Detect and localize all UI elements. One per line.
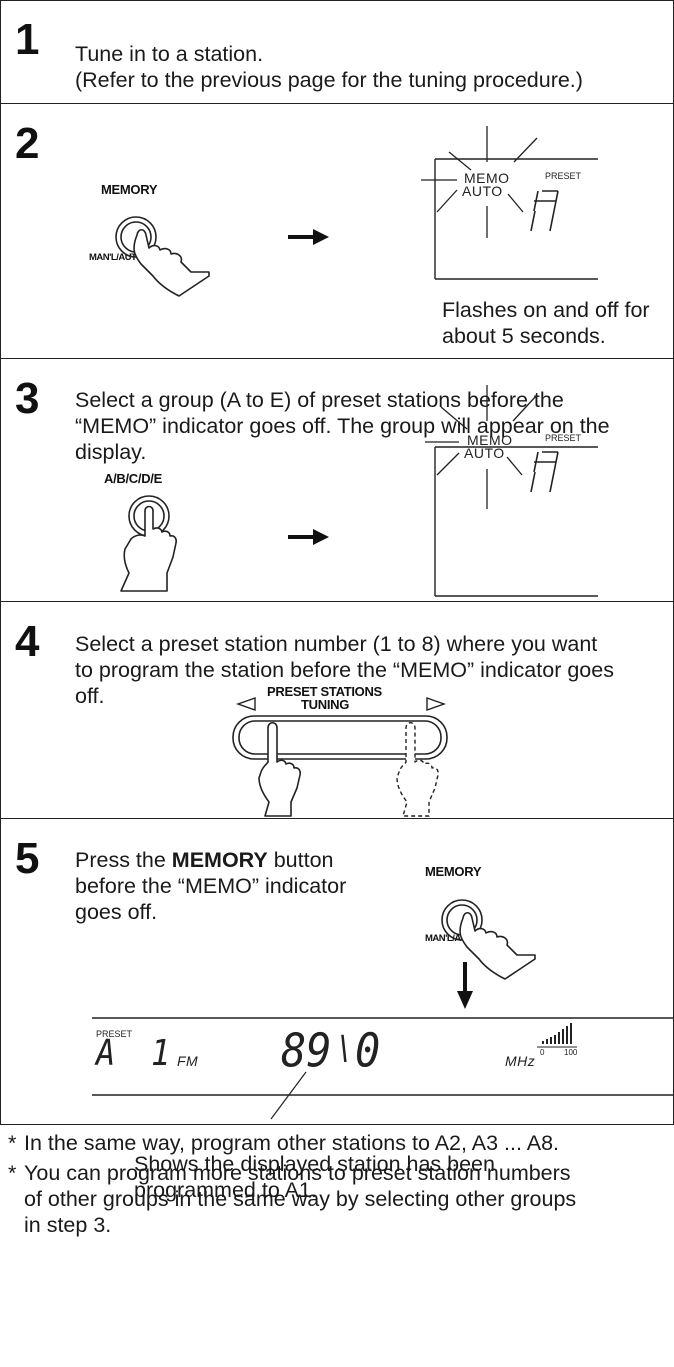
memory-word: MEMORY <box>171 848 268 872</box>
step-1: 1 Tune in to a station. (Refer to the pr… <box>1 1 673 104</box>
main-display-frame <box>92 1017 674 1096</box>
step-text: to program the station before the “MEMO”… <box>75 658 614 682</box>
arrow-right-icon <box>288 529 329 545</box>
group-button-label: A/B/C/D/E <box>104 471 162 486</box>
group-display <box>434 446 598 597</box>
step-text: Select a preset station number (1 to 8) … <box>75 632 598 656</box>
flash-caption: about 5 seconds. <box>442 324 606 348</box>
steps-panel: 1 Tune in to a station. (Refer to the pr… <box>0 0 674 1202</box>
step-number: 5 <box>15 834 40 883</box>
display-segment-a <box>530 451 559 493</box>
step-2: 2 MEMORY MAN'L/AUTO <box>1 104 673 359</box>
step-text-post: button <box>267 848 334 872</box>
memory-button-sublabel: MAN'L/AUTO <box>89 252 144 263</box>
flash-caption: Flashes on and off for <box>442 298 650 322</box>
display-segment-a <box>530 190 559 232</box>
step-text: before the “MEMO” indicator <box>75 874 347 898</box>
display-preset: PRESET <box>545 433 582 443</box>
pressing-hand-right-icon <box>396 722 439 817</box>
pressing-hand-icon <box>120 505 177 592</box>
step-text: Press the MEMORY button <box>75 847 334 873</box>
note-line: of other groups in the same way by selec… <box>24 1187 577 1211</box>
step-text: goes off. <box>75 900 158 924</box>
flash-rays-icon <box>421 126 538 238</box>
step-text: off. <box>75 684 105 708</box>
display-frequency-int: 89 <box>281 1023 332 1078</box>
step-4-illustration <box>232 697 448 817</box>
step-3-illustration <box>120 385 598 597</box>
callout-line <box>270 1071 307 1120</box>
note-text: In the same way, program other stations … <box>24 1131 560 1155</box>
tuning-label: TUNING <box>301 697 350 712</box>
display-frequency-dec: 0 <box>355 1023 381 1078</box>
arrow-down-icon <box>457 962 473 1009</box>
step-3: 3 Select a group (A to E) of preset stat… <box>1 359 673 602</box>
step-number: 2 <box>15 119 40 168</box>
display-memo: MEMO <box>467 432 513 448</box>
memory-button-sublabel: MAN'L/AUTO <box>425 933 480 944</box>
step-4: 4 Select a preset station number (1 to 8… <box>1 602 673 819</box>
step-text: Tune in to a station. <box>75 42 264 66</box>
display-unit: MHz <box>505 1053 536 1069</box>
programmed-caption: programmed to A1. <box>134 1178 317 1202</box>
pressing-hand-left-icon <box>258 721 301 817</box>
display-band: FM <box>177 1053 199 1069</box>
step-2-illustration <box>115 126 598 297</box>
step-5-illustration <box>92 899 674 1120</box>
step-number: 1 <box>15 15 40 64</box>
step-number: 3 <box>15 374 40 423</box>
step-text: Select a group (A to E) of preset statio… <box>75 388 564 412</box>
display-memo: MEMO <box>464 170 510 186</box>
display-preset-number: 1 <box>151 1032 171 1074</box>
note-line: You can program more stations to preset … <box>24 1161 571 1185</box>
pressing-hand-icon <box>133 228 210 297</box>
step-text-pre: Press the <box>75 848 172 872</box>
step-text: display. <box>75 440 147 464</box>
programmed-caption: Shows the displayed station has been <box>134 1152 495 1176</box>
preset-stations-button <box>232 715 448 760</box>
note-line: in step 3. <box>24 1213 112 1237</box>
note-text: You can program more stations to preset … <box>24 1160 664 1238</box>
step-text: “MEMO” indicator goes off. The group wil… <box>75 414 610 438</box>
note-star: * <box>8 1131 17 1155</box>
step-text: (Refer to the previous page for the tuni… <box>75 68 583 92</box>
left-arrow-icon <box>235 697 256 711</box>
note-star: * <box>8 1161 17 1185</box>
display-group: A <box>96 1032 116 1074</box>
preset-stations-label: PRESET STATIONS <box>267 684 382 699</box>
flash-rays-icon <box>425 385 538 509</box>
memory-button-label: MEMORY <box>101 182 158 197</box>
step-number: 4 <box>15 617 40 666</box>
display-preset: PRESET <box>545 171 582 181</box>
memory-button-label: MEMORY <box>425 864 482 879</box>
display-frequency-dot: \ <box>336 1029 355 1068</box>
display-preset-label: PRESET <box>96 1029 133 1039</box>
meter-max: 100 <box>564 1048 578 1057</box>
display-auto: AUTO <box>462 183 503 199</box>
step-5: 5 Press the MEMORY button before the “ME… <box>1 819 674 1202</box>
pressing-hand-icon <box>459 911 536 980</box>
right-arrow-icon <box>426 697 447 711</box>
meter-min: 0 <box>540 1048 545 1057</box>
signal-meter-icon <box>542 1023 572 1044</box>
arrow-right-icon <box>288 229 329 245</box>
display-auto: AUTO <box>464 445 505 461</box>
